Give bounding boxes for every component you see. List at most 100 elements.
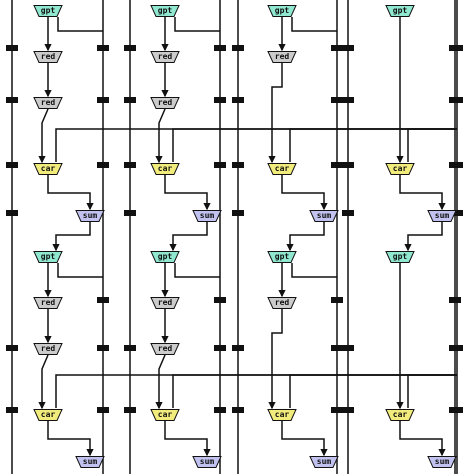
car-shape <box>267 163 297 175</box>
wire <box>155 354 166 410</box>
gpt-label: gpt <box>393 6 408 15</box>
register-block <box>232 162 244 168</box>
node-layer: gpt red red car sum gpt red red car sum gpt red car s… <box>33 5 457 468</box>
gpt-label: gpt <box>158 252 173 261</box>
register-block <box>6 407 18 413</box>
sum-shape <box>427 456 457 468</box>
sum-label: sum <box>435 457 450 466</box>
wire <box>399 175 446 211</box>
register-block <box>6 162 18 168</box>
car-node: car <box>385 409 415 421</box>
gpt-node: gpt <box>33 5 63 17</box>
register-block <box>232 407 244 413</box>
wire <box>172 374 457 408</box>
register-block <box>214 407 226 413</box>
register-block <box>331 45 343 51</box>
red-shape <box>150 297 180 309</box>
sum-shape <box>192 210 222 222</box>
register-block <box>449 345 461 351</box>
register-block <box>97 162 109 168</box>
sum-shape <box>75 210 105 222</box>
register-block <box>214 45 226 51</box>
wire <box>289 374 457 408</box>
gpt-node: gpt <box>150 251 180 263</box>
red-node: red <box>150 97 180 109</box>
gpt-label: gpt <box>275 6 290 15</box>
wire <box>47 421 94 457</box>
car-shape <box>150 409 180 421</box>
car-label: car <box>393 410 408 419</box>
car-label: car <box>158 410 173 419</box>
register-block <box>232 97 244 103</box>
sum-node: sum <box>192 210 222 222</box>
sum-node: sum <box>427 456 457 468</box>
gpt-shape <box>385 5 415 17</box>
red-node: red <box>150 343 180 355</box>
red-label: red <box>41 52 56 61</box>
car-label: car <box>393 164 408 173</box>
sum-shape <box>192 456 222 468</box>
sum-shape <box>309 210 339 222</box>
red-node: red <box>33 51 63 63</box>
register-block <box>232 210 244 216</box>
red-node: red <box>267 297 297 309</box>
red-node: red <box>33 343 63 355</box>
sum-label: sum <box>200 457 215 466</box>
red-label: red <box>158 298 173 307</box>
wire <box>57 17 103 32</box>
gpt-node: gpt <box>150 5 180 17</box>
car-node: car <box>385 163 415 175</box>
sum-shape <box>309 456 339 468</box>
red-shape <box>150 343 180 355</box>
red-label: red <box>41 298 56 307</box>
register-block <box>124 162 136 168</box>
gpt-node: gpt <box>385 251 415 263</box>
wire <box>57 263 103 278</box>
wire <box>399 421 446 457</box>
car-label: car <box>158 164 173 173</box>
gpt-node: gpt <box>33 251 63 263</box>
wire <box>172 128 457 162</box>
wire <box>281 421 328 457</box>
register-block <box>6 45 18 51</box>
register-block <box>331 407 343 413</box>
sum-label: sum <box>435 211 450 220</box>
register-block <box>97 297 109 303</box>
register-block <box>342 210 354 216</box>
wire <box>174 263 220 278</box>
register-block <box>124 97 136 103</box>
register-block <box>97 407 109 413</box>
register-block <box>342 162 354 168</box>
red-label: red <box>275 52 290 61</box>
register-block <box>232 345 244 351</box>
register-block <box>97 97 109 103</box>
car-label: car <box>41 164 56 173</box>
wire <box>286 222 325 252</box>
red-node: red <box>33 97 63 109</box>
red-shape <box>267 297 297 309</box>
wire <box>155 108 166 164</box>
red-label: red <box>275 298 290 307</box>
gpt-node: gpt <box>267 5 297 17</box>
car-shape <box>385 163 415 175</box>
gpt-label: gpt <box>41 252 56 261</box>
red-shape <box>33 97 63 109</box>
register-block <box>232 45 244 51</box>
wire <box>404 222 443 252</box>
wire <box>164 175 211 211</box>
wire <box>289 128 457 162</box>
gpt-node: gpt <box>385 5 415 17</box>
sum-shape <box>75 456 105 468</box>
car-shape <box>33 163 63 175</box>
red-label: red <box>41 344 56 353</box>
register-block <box>97 345 109 351</box>
red-label: red <box>41 98 56 107</box>
sum-node: sum <box>309 456 339 468</box>
register-block <box>331 345 343 351</box>
gpt-label: gpt <box>275 252 290 261</box>
red-shape <box>33 343 63 355</box>
wire <box>164 421 211 457</box>
register-block <box>342 407 354 413</box>
wire <box>268 63 283 164</box>
sum-node: sum <box>75 210 105 222</box>
